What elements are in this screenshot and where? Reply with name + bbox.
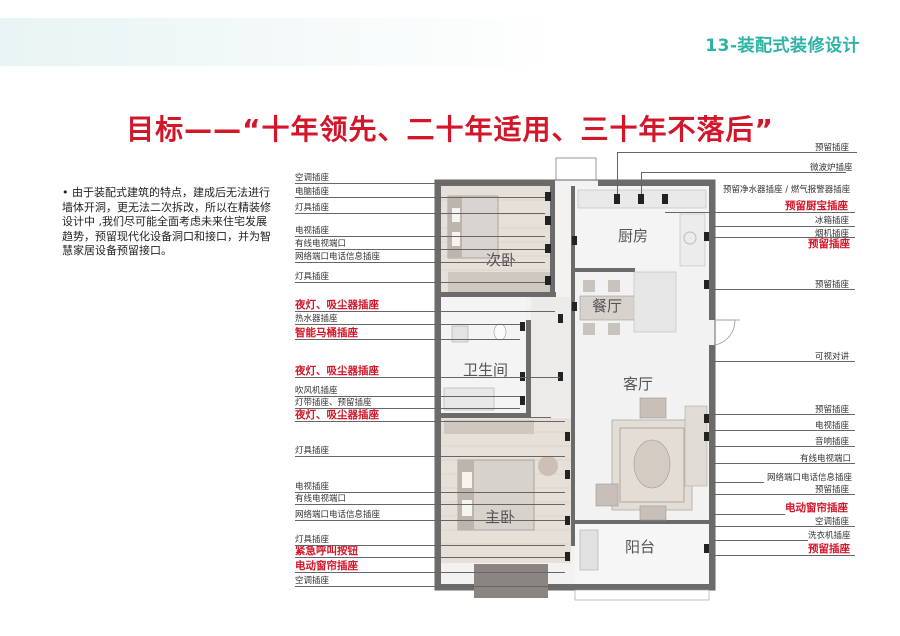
leader-line	[709, 414, 855, 415]
room-label-second-bedroom: 次卧	[486, 251, 516, 269]
left-label-highlight: 智能马桶插座	[295, 327, 358, 339]
right-label: 有线电视端口	[800, 454, 852, 464]
left-label: 有线电视端口	[295, 239, 347, 249]
header-band	[0, 18, 560, 66]
leader-line	[709, 446, 855, 447]
left-label-highlight: 夜灯、吸尘器插座	[295, 409, 379, 421]
leader-line	[295, 572, 565, 573]
leader-line	[709, 540, 808, 541]
left-label: 灯带插座、预留插座	[295, 398, 372, 408]
leader-line	[295, 262, 545, 263]
leader-line	[295, 492, 565, 493]
leader-line	[295, 520, 565, 521]
leader-line	[295, 236, 545, 237]
left-label: 网络端口电话信息插座	[295, 252, 381, 262]
leader-line	[709, 289, 855, 290]
leader-line	[295, 183, 545, 184]
left-label: 电视插座	[295, 482, 330, 492]
left-label-highlight: 夜灯、吸尘器插座	[295, 365, 379, 377]
right-label: 可视对讲	[815, 352, 850, 362]
leader-line	[709, 237, 855, 238]
main-title: 目标——“十年领先、二十年适用、三十年不落后”	[126, 113, 774, 146]
leader-line	[295, 282, 545, 283]
room-label-master-bedroom: 主卧	[485, 508, 515, 526]
leader-line	[709, 494, 855, 495]
right-label-highlight: 预留厨宝插座	[785, 200, 848, 212]
leader-line	[709, 555, 855, 556]
right-label: 预留插座	[815, 280, 850, 290]
left-label-highlight: 电动窗帘插座	[295, 560, 358, 572]
leader-line	[709, 226, 855, 227]
right-label: 预留插座	[815, 405, 850, 415]
leader-line	[617, 152, 857, 153]
left-label: 灯具插座	[295, 535, 330, 545]
right-label: 空调插座	[815, 517, 850, 527]
leader-line	[709, 482, 764, 483]
leader-line	[709, 361, 855, 362]
right-label: 电视插座	[815, 421, 850, 431]
right-label: 洗衣机插座	[808, 531, 851, 541]
right-label: 冰箱插座	[815, 216, 850, 226]
room-label-dining: 餐厅	[592, 297, 622, 315]
right-label-highlight: 预留插座	[808, 543, 850, 555]
leader-line	[295, 586, 565, 587]
right-label: 烟机插座	[815, 229, 850, 239]
leader-line	[295, 557, 565, 558]
leader-line	[295, 456, 565, 457]
right-label-highlight: 预留插座	[808, 238, 850, 250]
leader-line	[295, 396, 520, 397]
room-label-kitchen: 厨房	[618, 227, 648, 245]
leader-line	[295, 311, 555, 312]
right-label: 音响插座	[815, 437, 850, 447]
right-label: 预留插座	[815, 485, 850, 495]
leader-line	[641, 172, 642, 194]
left-label: 空调插座	[295, 576, 330, 586]
left-label-highlight: 紧急呼叫按钮	[295, 545, 358, 557]
leader-line	[295, 324, 520, 325]
left-label: 电视插座	[295, 226, 330, 236]
left-label: 网络端口电话信息插座	[295, 510, 381, 520]
right-label: 网络端口电话信息插座	[767, 473, 853, 483]
leader-line	[665, 212, 855, 213]
right-label: 微波炉插座	[810, 163, 853, 173]
left-label: 热水器插座	[295, 314, 338, 324]
room-label-bathroom: 卫生间	[463, 361, 508, 379]
room-label-living: 客厅	[623, 375, 653, 393]
leader-line	[617, 152, 618, 194]
leader-line	[295, 545, 565, 546]
leader-line	[295, 504, 565, 505]
right-label: 预留插座	[815, 143, 850, 153]
right-label-highlight: 电动窗帘插座	[785, 502, 848, 514]
left-label: 灯具插座	[295, 272, 330, 282]
left-label: 吹风机插座	[295, 386, 338, 396]
leader-line	[295, 408, 520, 409]
leader-line	[709, 463, 855, 464]
left-label: 灯具插座	[295, 203, 330, 213]
leader-line	[295, 377, 560, 378]
left-label-highlight: 夜灯、吸尘器插座	[295, 299, 379, 311]
leader-line	[295, 421, 565, 422]
leader-line	[709, 526, 855, 527]
leader-line	[709, 514, 785, 515]
left-label: 有线电视端口	[295, 494, 347, 504]
left-label: 电脑插座	[295, 187, 330, 197]
leader-line	[641, 172, 846, 173]
room-label-balcony: 阳台	[625, 538, 655, 556]
left-label: 灯具插座	[295, 446, 330, 456]
leader-line	[709, 430, 855, 431]
leader-line	[295, 213, 545, 214]
page-header-title: 13-装配式装修设计	[705, 36, 860, 56]
left-label: 空调插座	[295, 173, 330, 183]
leader-line	[295, 339, 520, 340]
leader-line	[295, 197, 545, 198]
description-text: • 由于装配式建筑的特点，建成后无法进行墙体开洞，更无法二次拆改，所以在精装修设…	[62, 186, 271, 258]
leader-line	[295, 249, 545, 250]
right-label: 预留净水器插座 / 燃气报警器插座	[723, 185, 851, 195]
